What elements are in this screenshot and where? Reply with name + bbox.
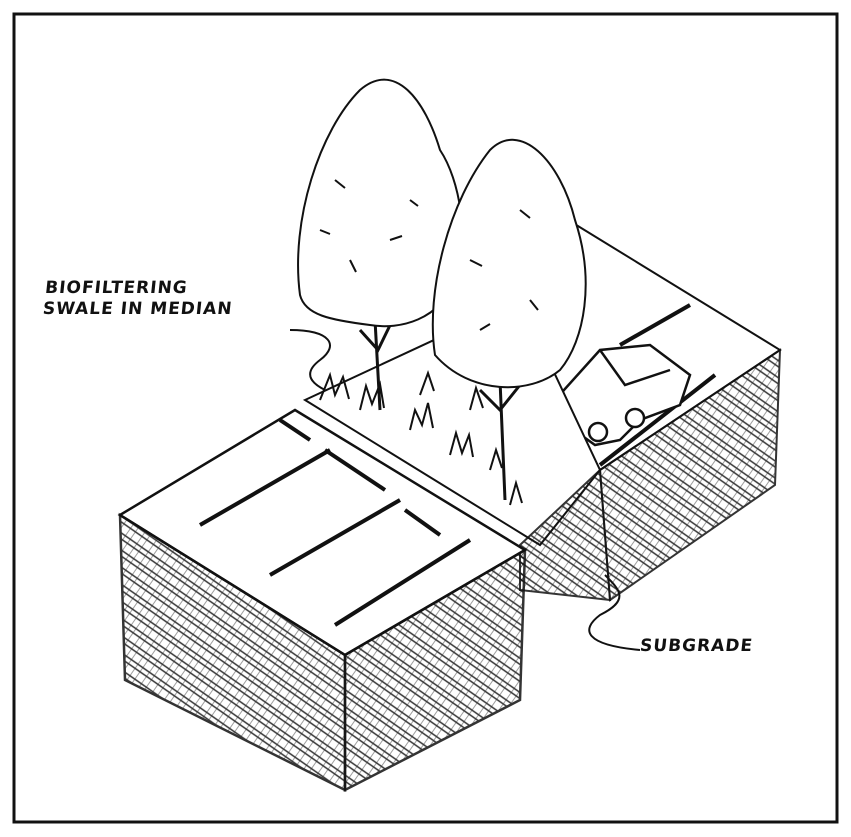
swale-label: BIOFILTERING SWALE IN MEDIAN [42,278,306,320]
tree-icon [297,78,464,411]
left-parking-lot [117,408,528,793]
swale-label-line2: SWALE IN MEDIAN [41,299,234,319]
subgrade-leader-line [588,574,641,651]
swale-leader-line [289,329,331,391]
tree-icon [431,138,587,501]
swale-label-line1: BIOFILTERING [44,278,189,298]
frame-border [12,12,839,824]
subgrade-label: SUBGRADE [639,636,755,656]
car-icon [553,343,692,447]
